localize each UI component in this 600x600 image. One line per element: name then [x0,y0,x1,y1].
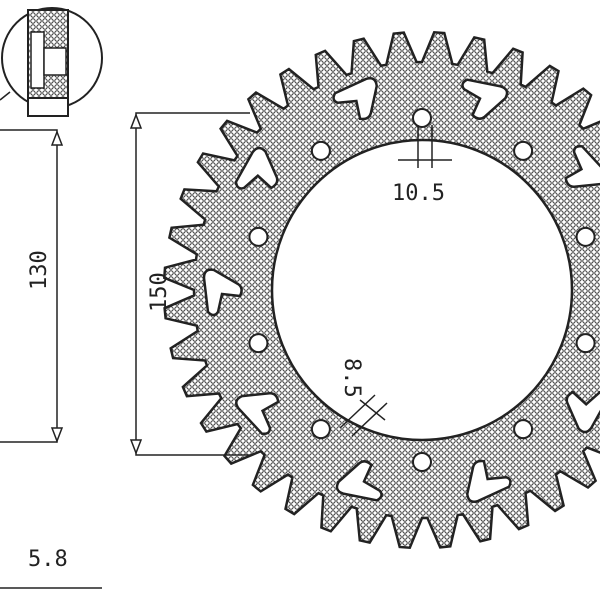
lightening-cutout [565,390,600,434]
thickness-label: 5.8 [28,547,68,572]
lightening-cutout [335,460,383,502]
bolt-hole [310,140,331,161]
dimension-8-5 [339,394,388,437]
bolt-hole [412,108,432,128]
dimension-10-5-label: 10.5 [392,181,445,206]
bolt-hole [248,226,269,247]
dimension-130-label: 130 [27,250,52,290]
dimension-150-label: 150 [147,272,172,312]
lightening-cutout [234,146,279,190]
lightening-cutout [202,268,243,317]
sprocket [162,30,600,550]
bolt-hole [513,419,534,440]
dimension-10-5 [398,125,452,168]
dimension-130 [0,129,64,444]
bolt-hole [575,333,596,354]
lightening-cutout [465,459,512,504]
bolt-hole [310,419,331,440]
section-detail [0,7,103,117]
lightening-cutout [461,78,509,120]
lightening-cutout [332,76,379,121]
bolt-hole [575,226,596,247]
dimension-150 [129,112,250,456]
sprocket-body [162,30,600,550]
lightening-cutout [235,392,280,436]
lightening-cutout [564,144,600,188]
bolt-hole [513,140,534,161]
bolt-hole [248,333,269,354]
dimension-8-5-label: 8.5 [339,358,364,398]
bolt-hole [412,452,432,472]
